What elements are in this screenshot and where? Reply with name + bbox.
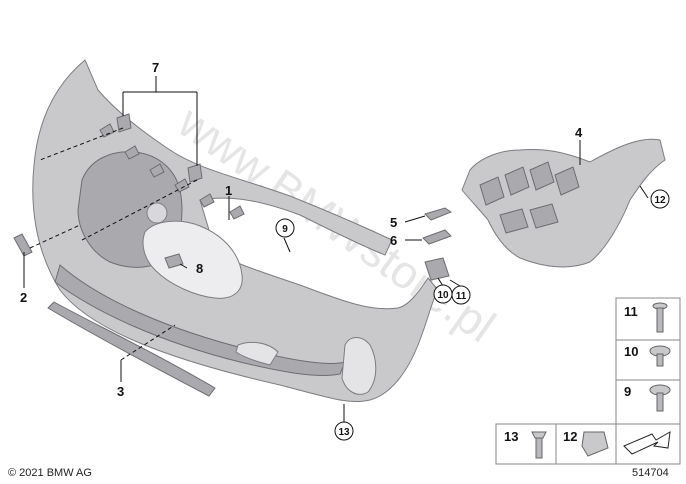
callout-12-circle: 12 (650, 189, 670, 209)
callout-5: 5 (390, 215, 397, 230)
part-5-bracket (424, 207, 453, 221)
screw-10-icon (649, 345, 671, 367)
part-3-spoiler (47, 301, 216, 397)
part-2-clip (13, 233, 33, 257)
screw-9-icon (649, 384, 671, 412)
callout-10-circle: 10 (433, 284, 453, 304)
callout-11-circle: 11 (451, 285, 471, 305)
callout-11: 11 (456, 291, 467, 302)
callout-12: 12 (654, 195, 666, 206)
copyright-text: © 2021 BMW AG (8, 467, 92, 479)
screw-11-icon (652, 302, 668, 333)
part-6-bracket (422, 229, 452, 245)
direction-arrow-icon (623, 431, 671, 455)
part-7-bracket-left (116, 113, 132, 133)
fastener-legend: 11 10 9 13 12 (495, 297, 681, 465)
callout-1: 1 (225, 183, 232, 198)
legend-label-12: 12 (563, 429, 577, 444)
diagram-number: 514704 (632, 467, 669, 479)
part-4-carrier (461, 138, 666, 268)
callout-4: 4 (575, 125, 583, 140)
legend-label-10: 10 (624, 344, 638, 359)
legend-label-13: 13 (504, 429, 518, 444)
bumper-panel (32, 59, 439, 403)
part-10-clip (424, 257, 450, 281)
callout-3: 3 (117, 384, 124, 399)
callout-10: 10 (437, 290, 449, 301)
legend-label-11: 11 (624, 304, 638, 319)
part-7-bracket-right (187, 163, 203, 183)
nut-12-icon (581, 431, 609, 457)
callout-8: 8 (196, 261, 203, 276)
callout-13-circle: 13 (334, 421, 354, 441)
callout-2: 2 (20, 290, 27, 305)
callout-13: 13 (338, 427, 350, 438)
part-8-cover (164, 253, 184, 269)
callout-9-circle: 9 (275, 218, 295, 238)
callout-6: 6 (390, 233, 397, 248)
callout-7: 7 (152, 60, 159, 75)
callout-9: 9 (282, 224, 288, 235)
clip-13-icon (531, 431, 547, 459)
legend-label-9: 9 (624, 384, 631, 399)
